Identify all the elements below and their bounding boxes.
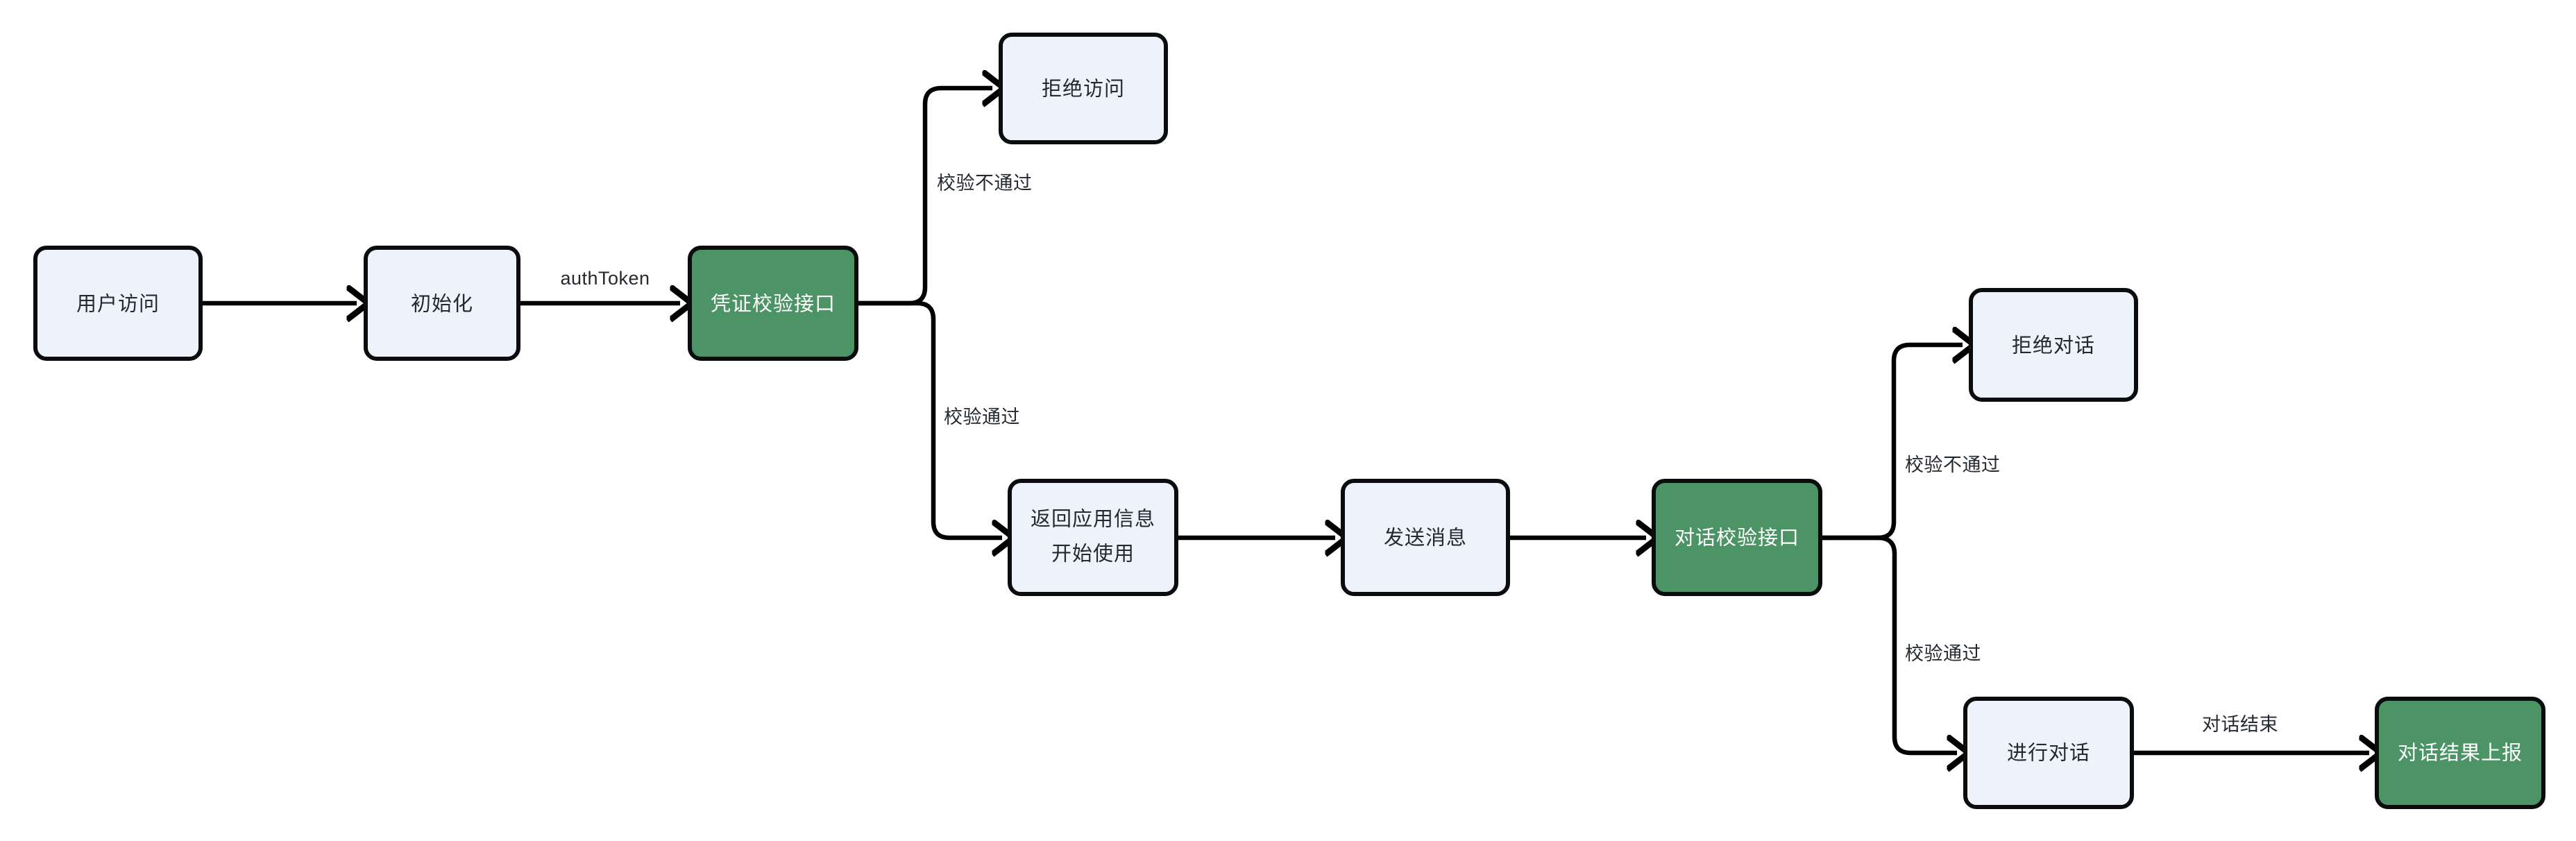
node-auth-api[interactable]: 凭证校验接口 [688,246,858,361]
node-deny-access-label: 拒绝访问 [1042,78,1125,101]
node-send-message-label: 发送消息 [1384,527,1467,550]
edge-label-auth-fail: 校验不通过 [937,173,1033,194]
edge-auth-api-to-deny-access [856,88,992,306]
node-user-access-shape[interactable] [33,246,203,361]
node-report-result[interactable]: 对话结果上报 [2375,697,2545,809]
node-return-info[interactable]: 返回应用信息 开始使用 [1008,479,1178,596]
node-send-message-shape[interactable] [1341,479,1510,596]
node-return-info-label-line2: 开始使用 [1051,543,1135,566]
node-auth-api-label: 凭证校验接口 [711,293,836,316]
node-deny-dialog-shape[interactable] [1969,288,2138,402]
node-report-result-shape[interactable] [2375,697,2545,809]
edge-label-auth-pass: 校验通过 [944,407,1020,427]
node-do-dialog-label: 进行对话 [2007,742,2090,765]
node-dialog-api[interactable]: 对话校验接口 [1652,479,1822,596]
edge-label-dialog-end: 对话结束 [2202,714,2278,735]
node-return-info-shape[interactable] [1008,479,1178,596]
node-do-dialog[interactable]: 进行对话 [1963,697,2134,809]
node-dialog-api-label: 对话校验接口 [1675,527,1799,550]
node-init[interactable]: 初始化 [364,246,520,361]
node-auth-api-shape[interactable] [688,246,858,361]
edge-dialog-api-to-deny-dialog [1820,345,1963,541]
node-deny-dialog-label: 拒绝对话 [2012,334,2095,357]
edge-dialog-api-to-do-dialog [1820,535,1957,753]
edge-label-dialog-fail: 校验不通过 [1905,455,2001,475]
node-deny-access-shape[interactable] [999,33,1168,144]
node-user-access[interactable]: 用户访问 [33,246,203,361]
node-user-access-label: 用户访问 [76,293,160,316]
node-report-result-label: 对话结果上报 [2398,742,2523,765]
node-do-dialog-shape[interactable] [1963,697,2134,809]
edge-label-authtoken: authToken [560,268,650,289]
node-deny-dialog[interactable]: 拒绝对话 [1969,288,2138,402]
node-deny-access[interactable]: 拒绝访问 [999,33,1168,144]
node-return-info-label-line1: 返回应用信息 [1031,508,1155,531]
edge-label-dialog-pass: 校验通过 [1905,643,1981,664]
node-init-label: 初始化 [411,293,473,316]
edge-auth-api-to-return-info [856,300,1002,538]
node-send-message[interactable]: 发送消息 [1341,479,1510,596]
node-dialog-api-shape[interactable] [1652,479,1822,596]
node-init-shape[interactable] [364,246,520,361]
